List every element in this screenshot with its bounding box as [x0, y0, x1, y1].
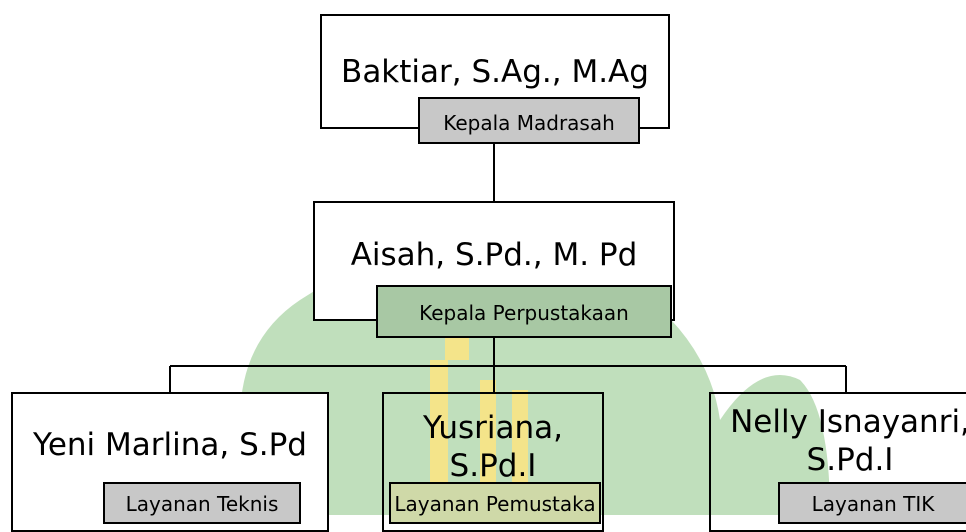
role-tag-layanan-pemustaka: Layanan Pemustaka — [389, 482, 601, 524]
connector-lines — [169, 144, 847, 392]
node-name-line1: Nelly Isnayanri, — [730, 404, 966, 440]
node-name-line1: Yusriana, — [422, 410, 564, 446]
role-tag-kepala-madrasah: Kepala Madrasah — [418, 97, 640, 144]
node-name: Baktiar, S.Ag., M.Ag — [341, 54, 649, 90]
role-tag-kepala-perpustakaan: Kepala Perpustakaan — [376, 285, 672, 338]
role-tag-layanan-tik: Layanan TIK — [778, 482, 966, 524]
node-name-line2: S.Pd.I — [806, 442, 894, 478]
role-tag-layanan-teknis: Layanan Teknis — [103, 482, 301, 524]
node-name-line2: S.Pd.I — [449, 448, 537, 484]
watermark-pillar-left — [430, 360, 448, 515]
watermark-pillar-mid — [480, 380, 496, 515]
node-name: Aisah, S.Pd., M. Pd — [350, 237, 638, 273]
node-name: Yeni Marlina, S.Pd — [33, 427, 307, 463]
org-chart: Baktiar, S.Ag., M.Ag Kepala Madrasah Ais… — [11, 14, 966, 532]
watermark-dome-right — [720, 375, 830, 515]
